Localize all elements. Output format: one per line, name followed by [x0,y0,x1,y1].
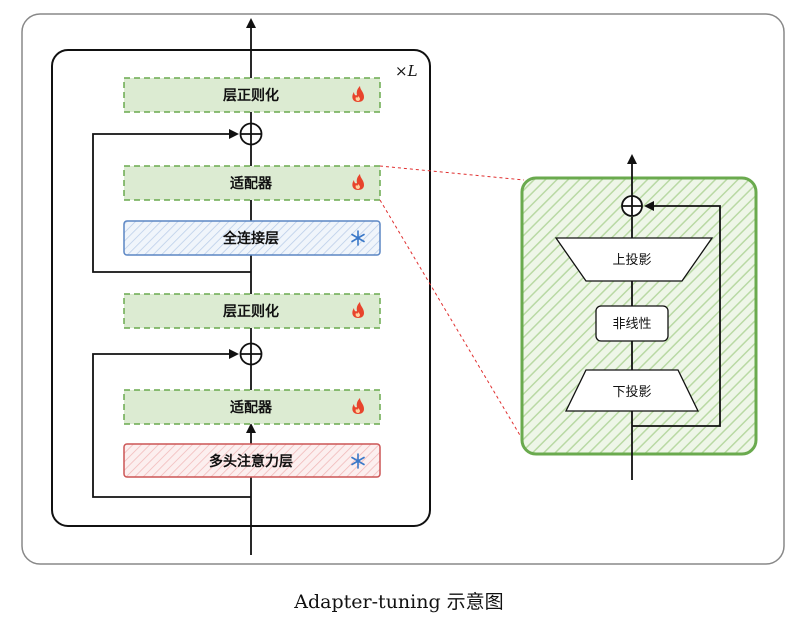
layernorm-block-middle: 层正则化 [123,293,381,329]
svg-text:适配器: 适配器 [230,175,273,192]
zoom-connector-top [379,165,525,181]
svg-text:下投影: 下投影 [612,384,651,400]
svg-text:非线性: 非线性 [612,317,651,332]
svg-text:层正则化: 层正则化 [223,303,279,320]
fire-icon [352,302,364,318]
add-node-top [239,122,263,146]
up-projection-block: 上投影 [554,237,714,282]
svg-text:层正则化: 层正则化 [223,87,279,104]
residual-top [92,129,251,273]
fire-icon [352,398,364,414]
repeat-label: ×L [395,62,418,80]
fire-icon [352,174,364,190]
add-node-bottom [239,342,263,366]
svg-text:多头注意力层: 多头注意力层 [209,453,293,470]
mha-layer-block: 多头注意力层 [123,443,381,478]
figure-caption: Adapter-tuning 示意图 [293,591,503,613]
snowflake-icon [351,230,365,246]
svg-text:上投影: 上投影 [612,252,651,268]
svg-text:全连接层: 全连接层 [222,230,279,247]
fc-layer-block: 全连接层 [123,220,381,256]
transformer-block-frame [51,49,431,527]
svg-text:适配器: 适配器 [230,399,273,416]
zoom-connector-bottom [379,199,525,443]
residual-bottom [92,349,251,498]
nonlinearity-block: 非线性 [595,305,669,342]
down-projection-block: 下投影 [564,369,700,412]
layernorm-block-top: 层正则化 [123,77,381,113]
snowflake-icon [351,453,365,469]
adapter-block-top: 适配器 [123,165,381,201]
fire-icon [352,86,364,102]
adapter-add-node [621,195,643,217]
adapter-block-bottom: 适配器 [123,389,381,425]
adapter-detail-panel: 上投影 非线性 下投影 [520,154,758,480]
outer-frame [21,13,785,565]
